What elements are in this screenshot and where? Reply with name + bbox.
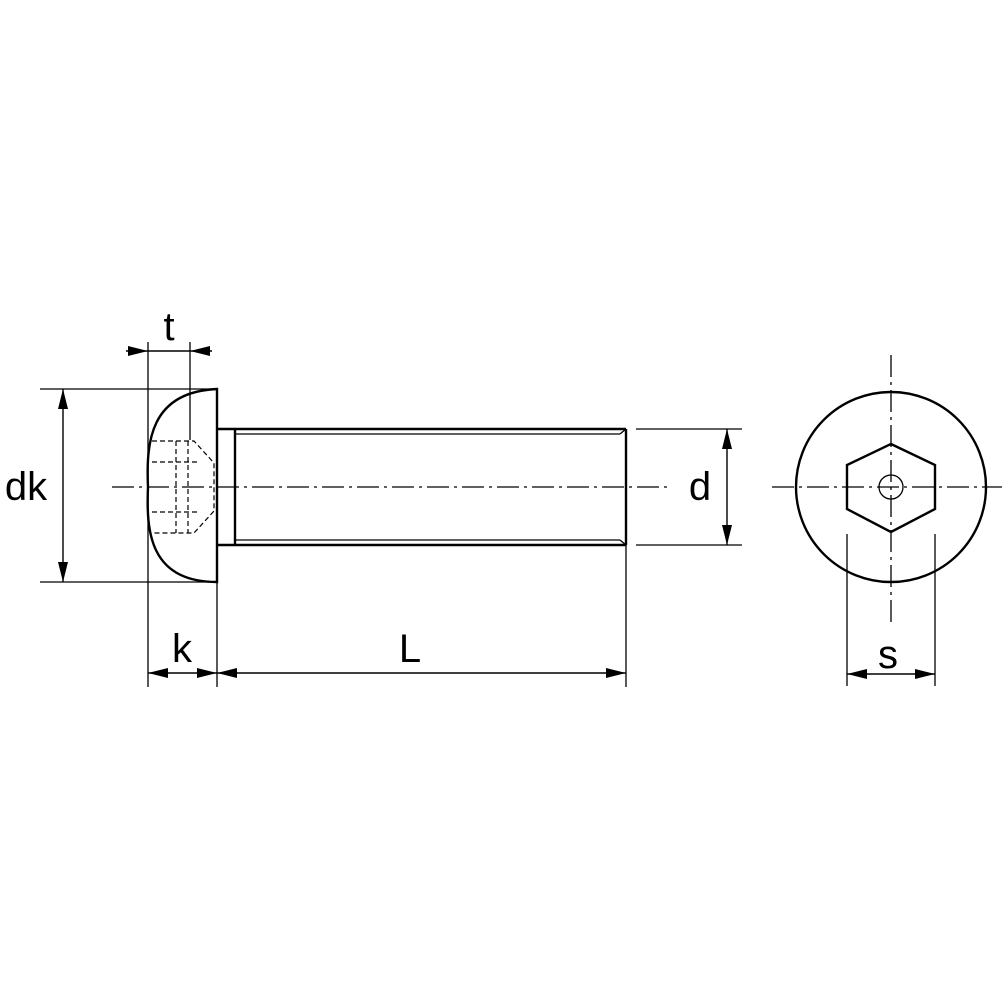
dimension-dk (58, 389, 68, 582)
end-view: s (772, 355, 1002, 686)
head-outline-circle (794, 390, 988, 584)
side-view: t dk d k L (5, 305, 742, 687)
socket-center-circle (878, 474, 904, 500)
label-k: k (172, 627, 193, 671)
label-t: t (163, 305, 174, 349)
extension-lines (40, 342, 742, 687)
dimension-t (126, 346, 212, 356)
label-d: d (689, 465, 711, 509)
dimension-L (217, 668, 626, 678)
dimension-k (148, 668, 217, 678)
hex-socket (845, 442, 937, 534)
dimension-s (846, 534, 936, 686)
button-head (146, 387, 219, 584)
label-L: L (399, 627, 421, 671)
label-s: s (878, 633, 898, 677)
hex-socket-hidden-lines (152, 440, 215, 534)
dimension-d (722, 429, 732, 545)
label-dk: dk (5, 465, 48, 509)
threaded-shank (217, 427, 628, 547)
